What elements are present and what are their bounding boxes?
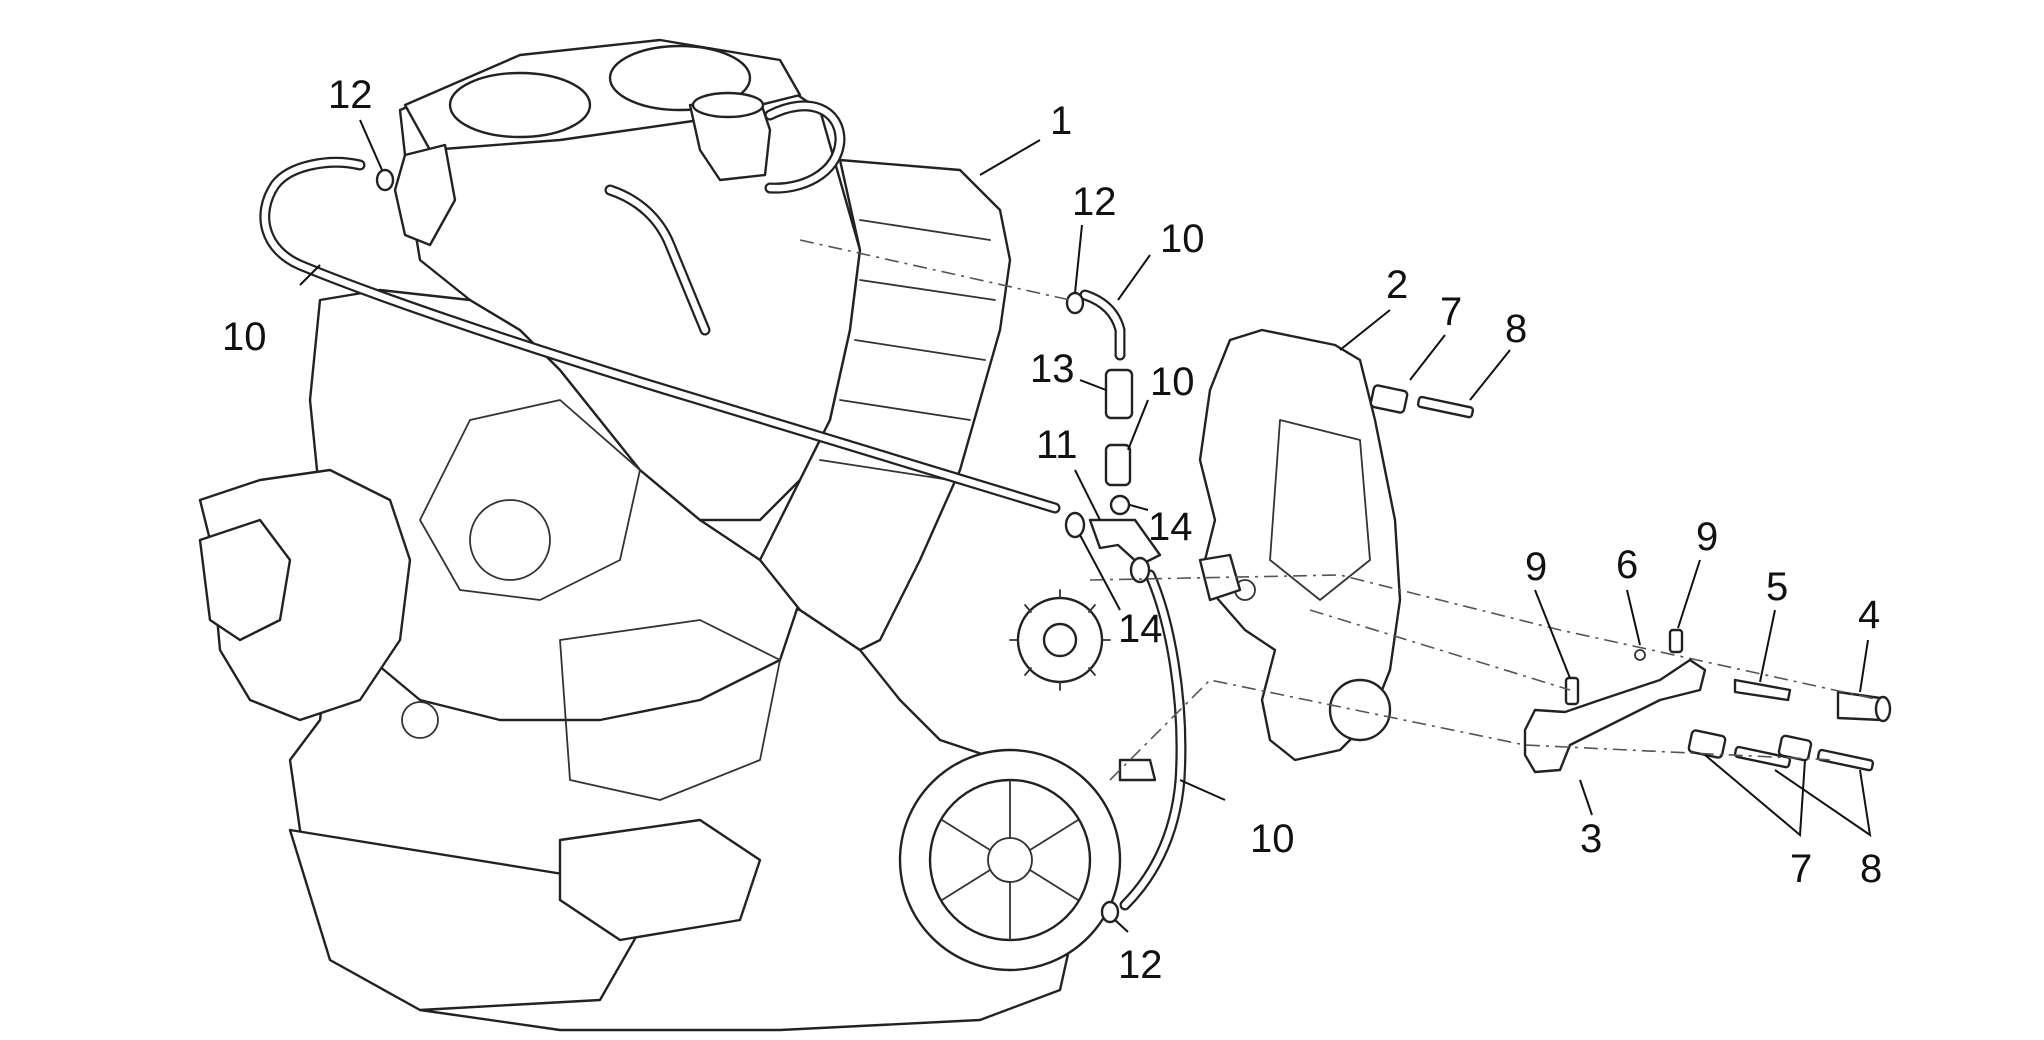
callout-7b: 7 bbox=[1790, 847, 1812, 891]
drain-stud bbox=[1118, 758, 1157, 782]
hose-clamp-14a bbox=[1064, 511, 1086, 539]
engine-assembly bbox=[198, 38, 1157, 1032]
callout-9a: 9 bbox=[1525, 545, 1547, 589]
block-fin-1 bbox=[859, 219, 991, 241]
crankcase-rib-1 bbox=[419, 399, 641, 601]
sprocket-cover-rib bbox=[1269, 419, 1371, 601]
bush-7-low bbox=[1687, 729, 1727, 759]
hose-clamp-12a bbox=[375, 168, 395, 192]
screw-9-left bbox=[1564, 676, 1580, 706]
bolt-8-low2 bbox=[1816, 748, 1875, 772]
callout-13: 13 bbox=[1030, 347, 1075, 391]
hose-clamp-14b bbox=[1129, 556, 1151, 584]
bush-7-top bbox=[1369, 384, 1409, 414]
shift-rubber-4-end bbox=[1874, 695, 1892, 723]
gear-lever-assembly bbox=[1369, 384, 1892, 774]
callout-8b: 8 bbox=[1860, 847, 1882, 891]
tee-fitting-group bbox=[375, 168, 1162, 924]
leader-lines bbox=[299, 119, 1872, 933]
circlip-6 bbox=[1634, 649, 1646, 661]
callout-3: 3 bbox=[1580, 817, 1602, 861]
callout-7a: 7 bbox=[1440, 290, 1462, 334]
callout-8a: 8 bbox=[1505, 307, 1527, 351]
callout-10d: 10 bbox=[1250, 817, 1295, 861]
block-right-section bbox=[758, 158, 1012, 652]
cylinder-bore-1 bbox=[448, 71, 592, 139]
callout-6: 6 bbox=[1616, 543, 1638, 587]
callout-10c: 10 bbox=[1150, 360, 1195, 404]
shift-pin-5 bbox=[1733, 678, 1792, 702]
sprocket-cover-tab bbox=[1198, 553, 1242, 602]
callout-14b: 14 bbox=[1118, 607, 1163, 651]
hose-clamp-12b bbox=[1065, 291, 1085, 315]
screw-9-right bbox=[1668, 628, 1684, 654]
callout-14a: 14 bbox=[1148, 505, 1193, 549]
block-fin-4 bbox=[839, 399, 971, 421]
callout-10b: 10 bbox=[1160, 217, 1205, 261]
hose-clamp-14c bbox=[1109, 494, 1131, 516]
callout-9b: 9 bbox=[1696, 515, 1718, 559]
callout-11: 11 bbox=[1036, 423, 1078, 467]
callout-labels: 1 2 3 4 5 6 7 7 8 8 9 9 10 10 10 10 11 1… bbox=[222, 73, 1882, 987]
starter-motor bbox=[558, 818, 762, 942]
bolt-8-top bbox=[1416, 395, 1475, 419]
crankcase-boss-1 bbox=[469, 499, 551, 581]
gearbox-rib bbox=[559, 619, 781, 801]
crankcase-boss-2 bbox=[401, 701, 439, 739]
callout-1: 1 bbox=[1050, 99, 1072, 143]
hose-clamp-12c bbox=[1100, 900, 1120, 924]
sprocket-cover bbox=[1198, 328, 1402, 762]
inline-filter-13 bbox=[1104, 368, 1134, 420]
block-fin-3 bbox=[854, 339, 986, 361]
generator-cover bbox=[898, 748, 1122, 972]
callout-12b: 12 bbox=[1072, 180, 1117, 224]
block-fin-5 bbox=[819, 459, 951, 481]
callout-4: 4 bbox=[1858, 593, 1880, 637]
block-fin-2 bbox=[859, 279, 996, 301]
callout-5: 5 bbox=[1766, 565, 1788, 609]
left-cover-front bbox=[198, 518, 292, 642]
gear-shift-lever-3 bbox=[1523, 658, 1707, 774]
sprocket-cover-hub bbox=[1328, 678, 1392, 742]
callout-12a: 12 bbox=[328, 73, 373, 117]
breather-fitting bbox=[393, 143, 457, 247]
oil-filler-top bbox=[691, 91, 765, 119]
assembly-centerlines bbox=[799, 239, 1881, 781]
callout-10a: 10 bbox=[222, 315, 267, 359]
callout-2: 2 bbox=[1386, 263, 1408, 307]
hose-connector-10 bbox=[1104, 443, 1132, 487]
breather-hoses bbox=[259, 100, 1187, 911]
callout-12c: 12 bbox=[1118, 943, 1163, 987]
front-sprocket bbox=[1009, 589, 1111, 691]
